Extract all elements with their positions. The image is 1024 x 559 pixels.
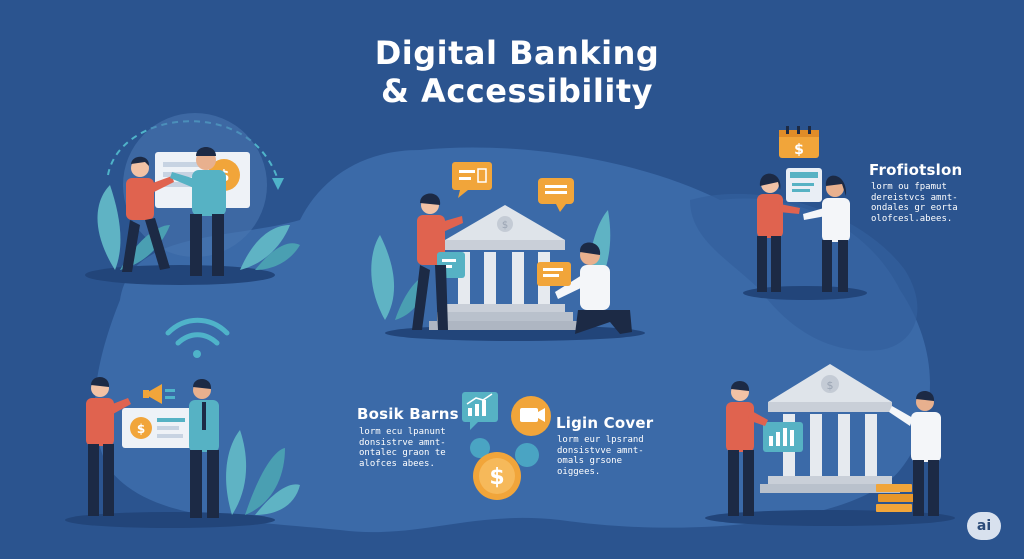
title-line-1: Digital Banking <box>374 34 660 72</box>
bottom-center-text: lorm eur lpsrand donsistvve amnt- omals … <box>557 435 644 477</box>
person-teal-shirt <box>170 147 226 276</box>
bottom-center-heading: Ligin Cover <box>556 414 654 432</box>
person-red-shirt <box>122 156 174 272</box>
text-line: donsistvve amnt- <box>557 445 644 456</box>
top-right-text: lorm ou fpamut dereistvcs amnt- ondales … <box>871 182 958 224</box>
scene-bottom-center: $ <box>462 392 551 500</box>
text-line: oiggees. <box>557 466 601 477</box>
background-blob-dark <box>690 193 918 351</box>
svg-text:$: $ <box>502 220 508 231</box>
megaphone-icon <box>143 384 175 404</box>
text-line: alofces abees. <box>359 458 435 469</box>
text-line: omals grsone <box>557 456 623 466</box>
bottom-left-heading: Bosik Barns <box>357 405 459 423</box>
floor-shadow <box>85 265 275 285</box>
wifi-icon <box>165 317 230 358</box>
svg-text:$: $ <box>827 379 834 392</box>
person-white-shirt <box>803 175 850 292</box>
person-red-shirt <box>86 376 131 516</box>
svg-text:$: $ <box>137 422 145 436</box>
page-title: Digital Banking & Accessibility <box>312 34 722 110</box>
bank-icon: $ <box>429 205 581 330</box>
person-red-shirt <box>412 193 465 330</box>
title-line-2: & Accessibility <box>381 72 653 110</box>
svg-text:$: $ <box>794 142 804 158</box>
video-play-icon <box>511 396 551 436</box>
bottom-left-text: lorm ecu lpanunt donsistrve amnt- ontale… <box>359 427 446 469</box>
scene-bottom-right: $ <box>705 364 955 526</box>
dollar-coin-icon <box>130 417 152 439</box>
scene-center-bank: $ <box>371 162 645 341</box>
person-red-shirt <box>726 380 768 516</box>
person-teal-shirt <box>189 378 219 518</box>
person-white-shirt <box>537 242 632 334</box>
text-line: olofcesl.abees. <box>871 213 953 224</box>
person-white-shirt <box>889 390 941 516</box>
text-line: lorm ou fpamut <box>871 182 947 192</box>
chart-icon <box>462 392 498 430</box>
dollar-coin-icon: $ <box>473 452 521 500</box>
scene-top-left: $ <box>85 113 300 285</box>
chat-bubble-icon <box>538 178 574 212</box>
ai-badge: ai <box>967 512 1001 540</box>
svg-text:$: $ <box>489 465 504 490</box>
cash-stack <box>876 484 914 512</box>
text-line: ondales gr eorta <box>871 203 958 213</box>
calendar-icon: $ <box>779 126 819 158</box>
text-line: ontalec graon te <box>359 448 446 458</box>
text-line: dereistvcs amnt- <box>871 192 958 203</box>
text-line: lorm ecu lpanunt <box>359 427 446 437</box>
leaf-icon <box>226 430 300 515</box>
text-line: donsistrve amnt- <box>359 437 446 448</box>
person-red-shirt <box>757 173 800 292</box>
chart-icon <box>763 422 803 452</box>
top-right-heading: Frofiotslon <box>869 161 963 179</box>
arrow-head <box>272 178 284 190</box>
scene-bottom-left: $ <box>65 317 300 528</box>
chat-bubble-icon <box>452 162 492 198</box>
scene-top-right: $ <box>743 126 867 300</box>
text-line: lorm eur lpsrand <box>557 435 644 445</box>
floor-shadow <box>65 512 275 528</box>
floor-shadow <box>705 510 955 526</box>
